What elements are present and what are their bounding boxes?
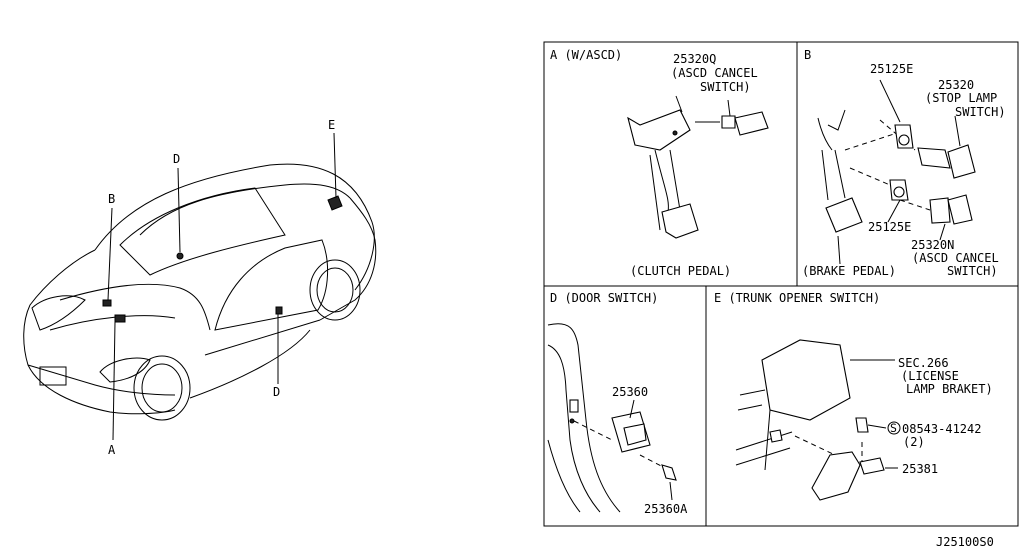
panel-b-ascd-name-2: SWITCH) [947,264,998,278]
door-switch-drawing [547,323,677,513]
panel-d-title: D (DOOR SWITCH) [550,291,658,305]
panel-e-screw-symbol: S [890,421,897,435]
callout-d-roof: D [173,152,180,166]
panel-d-switch-no: 25360 [612,385,648,399]
panel-a-part-name-1: (ASCD CANCEL [671,66,758,80]
callout-b: B [108,192,115,206]
trunk-switch-drawing [735,339,898,501]
panel-b-ascd-no: 25320N [911,238,954,252]
panel-b-clip-top: 25125E [870,62,913,76]
panel-b-ascd-name-1: (ASCD CANCEL [912,251,999,265]
panel-e-switch-no: 25381 [902,462,938,476]
clutch-pedal-drawing [627,95,769,239]
car-overview [23,132,377,441]
panel-b-pedal-label: (BRAKE PEDAL) [802,264,896,278]
panel-e-title: E (TRUNK OPENER SWITCH) [714,291,880,305]
panel-frame [543,41,1019,527]
panel-b-title: B [804,48,811,62]
panel-b-clip-bottom: 25125E [868,220,911,234]
diagram-code: J25100S0 [936,535,994,549]
panel-a-pedal-label: (CLUTCH PEDAL) [630,264,731,278]
panel-d-bolt-no: 25360A [644,502,688,516]
panel-e-screw-no: 08543-41242 [902,422,981,436]
callout-a: A [108,443,116,457]
panel-a-part-name-2: SWITCH) [700,80,751,94]
callout-e: E [328,118,335,132]
panel-e-screw-qty: (2) [903,435,925,449]
brake-pedal-drawing [817,79,976,265]
panel-e-sec-3: LAMP BRAKET) [906,382,993,396]
panel-e-sec-1: SEC.266 [898,356,949,370]
panel-b-stop-name-2: SWITCH) [955,105,1006,119]
panel-e-sec-2: (LICENSE [901,369,959,383]
callout-d-door: D [273,385,280,399]
panel-b-stop-name-1: (STOP LAMP [925,91,997,105]
panel-b-stop-no: 25320 [938,78,974,92]
panel-a-title: A (W/ASCD) [550,48,622,62]
screw-symbol-circle [887,421,901,435]
panel-a-part-no: 25320Q [673,52,716,66]
